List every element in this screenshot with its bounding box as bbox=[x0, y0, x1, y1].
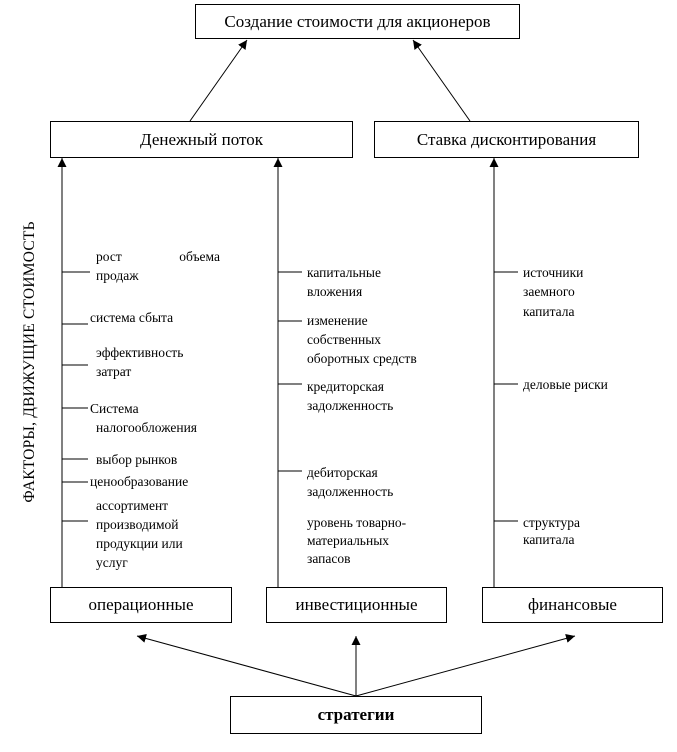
factor-debt-sources-line2: заемного bbox=[523, 284, 575, 299]
vertical-label: ФАКТОРЫ, ДВИЖУЩИЕ СТОИМОСТЬ bbox=[21, 221, 38, 503]
cash-flow-text: Денежный поток bbox=[140, 129, 263, 149]
factor-inventory-line1: уровень товарно- bbox=[307, 515, 407, 530]
factor-inventory-line3: запасов bbox=[307, 551, 351, 566]
factor-capital-investment-line1: капитальные bbox=[307, 265, 381, 280]
factor-capital-structure-line1: структура bbox=[523, 515, 580, 530]
factor-market-choice: выбор рынков bbox=[96, 452, 178, 467]
factor-text: рост bbox=[96, 249, 122, 264]
factor-taxation-line1: Система bbox=[90, 401, 139, 416]
factor-pricing: ценообразование bbox=[90, 474, 189, 489]
factor-sales-growth-line1: рост объема bbox=[96, 247, 220, 266]
financing-box: финансовые bbox=[482, 587, 663, 623]
factor-working-capital-line2: собственных bbox=[307, 332, 382, 347]
factor-business-risks: деловые риски bbox=[523, 377, 608, 392]
factor-working-capital-line3: оборотных средств bbox=[307, 351, 417, 366]
investing-text: инвестиционные bbox=[295, 595, 418, 614]
arrow-cashflow-to-title bbox=[189, 39, 248, 122]
factor-payables-line2: задолженность bbox=[307, 398, 394, 413]
factor-inventory-line2: материальных bbox=[307, 533, 390, 548]
arrow-discount-to-title bbox=[412, 39, 471, 122]
factor-sales-system: система сбыта bbox=[90, 310, 174, 325]
investing-box: инвестиционные bbox=[266, 587, 447, 623]
cash-flow-box: Денежный поток bbox=[50, 121, 353, 158]
factor-taxation-line2: налогообложения bbox=[96, 420, 198, 435]
strategy-text: стратегии bbox=[317, 705, 395, 724]
factor-assortment-line3: продукции или bbox=[96, 536, 183, 551]
discount-rate-text: Ставка дисконтирования bbox=[416, 129, 597, 149]
factor-working-capital-line1: изменение bbox=[307, 313, 368, 328]
factor-debt-sources-line3: капитала bbox=[523, 304, 575, 319]
factor-text: объема bbox=[179, 249, 220, 264]
operating-text: операционные bbox=[88, 595, 194, 614]
arrow-strategy-to-financing bbox=[355, 634, 576, 697]
factor-sales-growth-line2: продаж bbox=[96, 268, 139, 283]
factor-debt-sources-line1: источники bbox=[523, 265, 584, 280]
factor-receivables-line1: дебиторская bbox=[307, 465, 378, 480]
title-text: Создание стоимости для акционеров bbox=[224, 11, 491, 31]
strategy-box: стратегии bbox=[230, 696, 482, 734]
factor-capital-investment-line2: вложения bbox=[307, 284, 363, 299]
factor-assortment-line2: производимой bbox=[96, 517, 179, 532]
factor-capital-structure-line2: капитала bbox=[523, 532, 575, 547]
operating-box: операционные bbox=[50, 587, 232, 623]
factor-receivables-line2: задолженность bbox=[307, 484, 394, 499]
factor-assortment-line4: услуг bbox=[96, 555, 128, 570]
title-box: Создание стоимости для акционеров bbox=[195, 4, 520, 39]
financing-text: финансовые bbox=[528, 595, 617, 614]
factor-cost-efficiency-line2: затрат bbox=[96, 364, 132, 379]
arrow-strategy-to-operating bbox=[136, 634, 357, 697]
discount-rate-box: Ставка дисконтирования bbox=[374, 121, 639, 158]
factor-cost-efficiency-line1: эффективность bbox=[96, 345, 184, 360]
factor-assortment-line1: ассортимент bbox=[96, 498, 169, 513]
factor-payables-line1: кредиторская bbox=[307, 379, 384, 394]
